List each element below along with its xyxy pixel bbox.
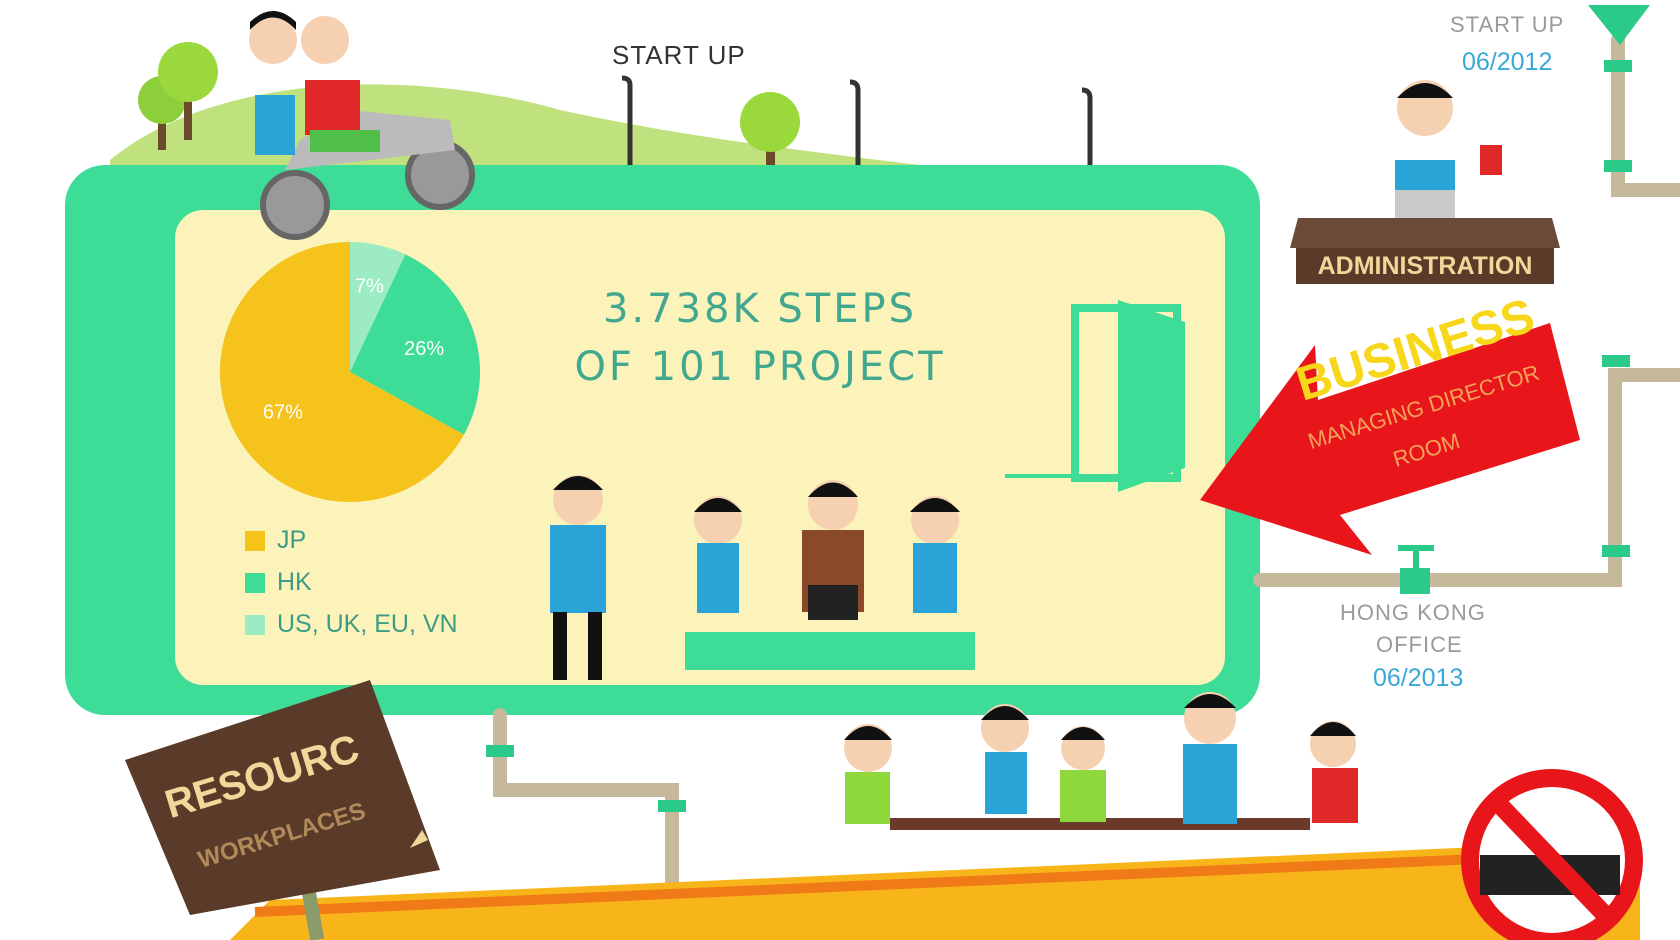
bench xyxy=(685,632,975,670)
street-lamp-icon xyxy=(621,75,1093,195)
person-icon xyxy=(981,704,1029,814)
legend-item: US, UK, EU, VN xyxy=(245,610,458,639)
pie-data-label: 26% xyxy=(404,338,444,360)
arrow-icon xyxy=(1200,323,1580,555)
tree-icon xyxy=(138,42,218,150)
headline-line2: OF 101 PROJECT xyxy=(574,344,946,390)
door-icon xyxy=(1005,300,1185,492)
pipe-joint-icon xyxy=(486,5,1650,812)
pie-chart: 7% 26% 67% xyxy=(220,242,480,503)
road xyxy=(230,840,1640,940)
legend-item: JP xyxy=(245,526,306,555)
hk-office-line1: HONG KONG xyxy=(1340,600,1486,625)
headline-line1: 3.738K STEPS xyxy=(602,286,918,332)
person-icon xyxy=(802,480,864,620)
legend-item: HK xyxy=(245,568,312,597)
person-icon xyxy=(910,496,960,613)
admin-date: 06/2012 xyxy=(1462,48,1553,76)
legend-swatch xyxy=(245,530,265,551)
admin-startup-caption: START UP xyxy=(1450,12,1565,37)
person-icon xyxy=(550,475,606,680)
person-icon xyxy=(1060,726,1106,822)
legend-label: JP xyxy=(277,526,307,554)
hk-office-line2: OFFICE xyxy=(1376,632,1463,657)
person-icon xyxy=(1183,692,1237,824)
motorbike-icon xyxy=(249,11,475,240)
signpost-icon xyxy=(125,680,440,940)
desk-icon xyxy=(1290,80,1560,248)
pie-data-label: 67% xyxy=(263,402,303,424)
legend-label: HK xyxy=(277,568,312,596)
legend-swatch xyxy=(245,572,265,593)
admin-title-bar xyxy=(1296,248,1554,284)
hk-office-date: 06/2013 xyxy=(1373,664,1464,692)
startup-label: START UP xyxy=(612,40,746,70)
legend-label: US, UK, EU, VN xyxy=(277,610,458,638)
pie-slice-hk xyxy=(350,254,480,435)
pie-data-label: 7% xyxy=(355,276,384,298)
person-icon xyxy=(694,496,742,613)
person-icon xyxy=(844,724,892,824)
valve-icon xyxy=(1398,545,1434,570)
road-edge xyxy=(254,847,1641,917)
legend-swatch xyxy=(245,614,265,635)
no-smoking-icon xyxy=(1461,769,1643,940)
tree-icon xyxy=(740,92,800,185)
person-icon xyxy=(1310,721,1358,823)
pie-slice-us-uk-eu-vn xyxy=(350,242,406,372)
pie-slice-jp xyxy=(220,242,464,503)
admin-title: ADMINISTRATION xyxy=(1317,252,1533,280)
